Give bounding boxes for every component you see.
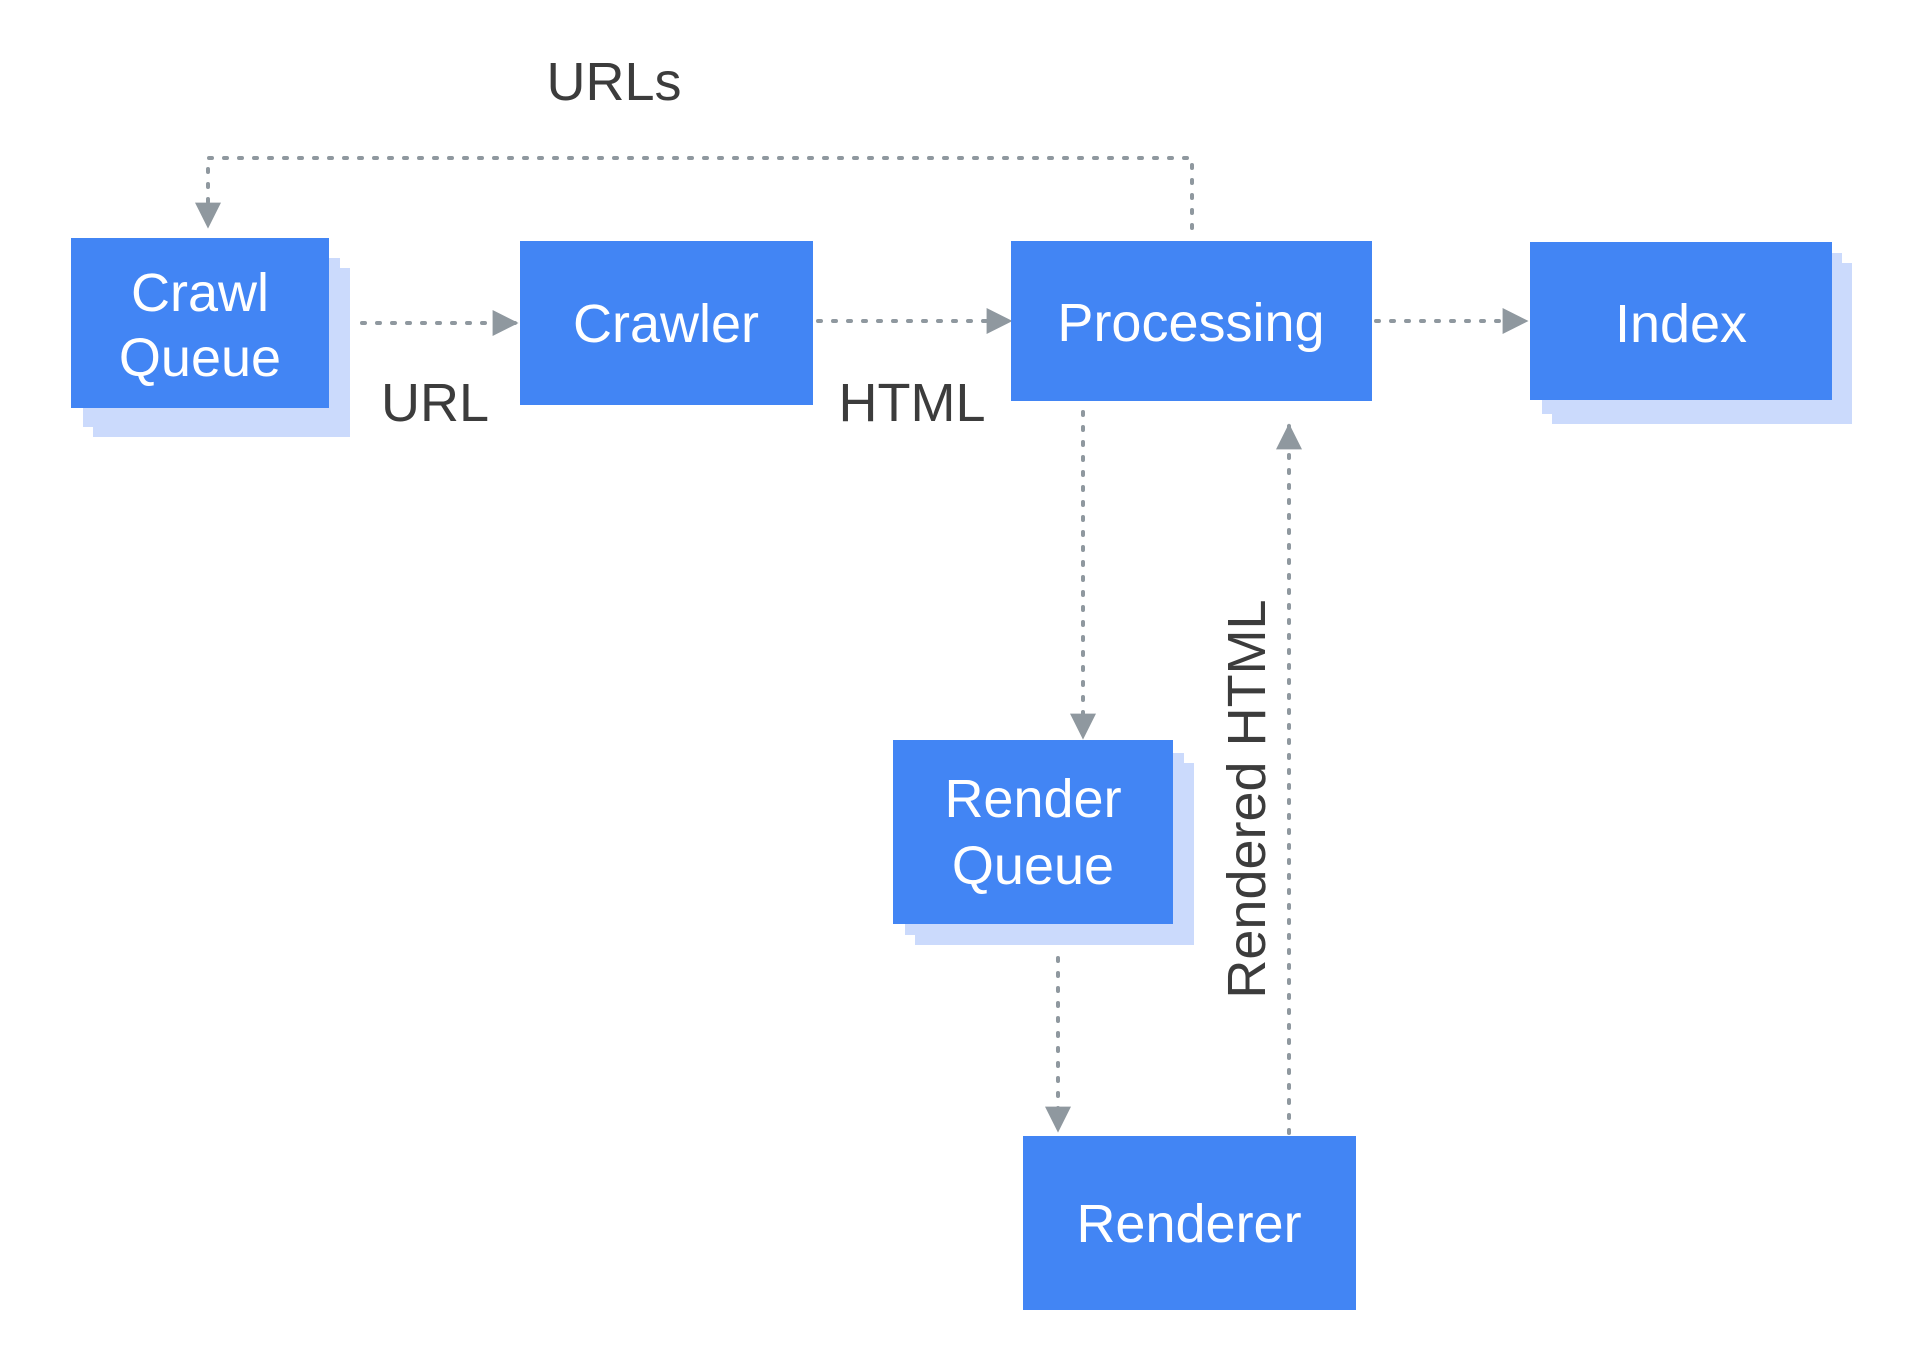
node-render-queue-box [893, 740, 1173, 924]
node-render-queue-label-line1: Render [944, 769, 1121, 829]
node-renderer-box [1023, 1136, 1356, 1310]
node-crawl-queue: Crawl Queue [71, 238, 350, 437]
node-crawl-queue-label-line1: Crawl [131, 263, 269, 323]
node-crawler-box [520, 241, 813, 405]
node-render-queue: Render Queue [893, 740, 1194, 945]
edge-label-rendered-html: Rendered HTML [1217, 599, 1277, 998]
node-renderer: Renderer [1023, 1136, 1356, 1310]
edge-processing-to-crawl-queue [195, 156, 1194, 230]
node-index-label: Index [1615, 294, 1747, 354]
edge-label-urls: URLs [546, 52, 681, 112]
node-renderer-label: Renderer [1076, 1194, 1301, 1254]
node-processing: Processing [1011, 241, 1372, 401]
node-crawl-queue-box [71, 238, 329, 408]
node-index: Index [1530, 242, 1852, 424]
edge-label-url: URL [381, 373, 489, 433]
node-index-box [1530, 242, 1832, 400]
node-processing-label: Processing [1057, 293, 1324, 353]
node-render-queue-label-line2: Queue [952, 836, 1114, 896]
edge-label-html: HTML [839, 373, 986, 433]
node-crawl-queue-label-line2: Queue [119, 328, 281, 388]
node-crawler-label: Crawler [573, 294, 759, 354]
node-crawler: Crawler [520, 241, 813, 405]
edge-labels: URLs URL HTML Rendered HTML [381, 52, 1277, 999]
node-processing-box [1011, 241, 1372, 401]
edges [195, 156, 1529, 1135]
